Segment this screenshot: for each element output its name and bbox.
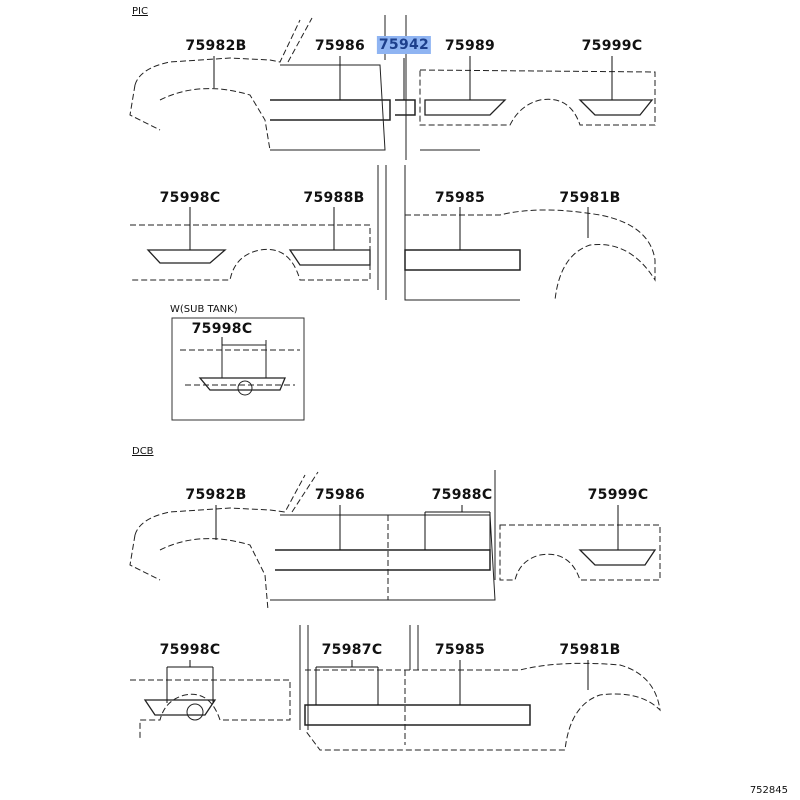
subtank-title: W(SUB TANK) bbox=[170, 304, 238, 315]
part-label-75986[interactable]: 75986 bbox=[314, 38, 366, 54]
part-label-75989[interactable]: 75989 bbox=[444, 38, 496, 54]
dcb-side-view-right bbox=[129, 470, 661, 611]
part-label-75982b[interactable]: 75982B bbox=[185, 38, 247, 54]
part-label-75999c[interactable]: 75999C bbox=[587, 487, 649, 503]
section-title-dcb: DCB bbox=[132, 446, 154, 457]
part-label-75982b[interactable]: 75982B bbox=[185, 487, 247, 503]
diagram-code: 752845 bbox=[749, 785, 788, 796]
part-label-subtank-75998c[interactable]: 75998C bbox=[191, 321, 253, 337]
part-label-75999c[interactable]: 75999C bbox=[581, 38, 643, 54]
part-label-75986[interactable]: 75986 bbox=[314, 487, 366, 503]
part-label-75981b[interactable]: 75981B bbox=[559, 642, 621, 658]
part-label-75988b[interactable]: 75988B bbox=[303, 190, 365, 206]
dcb-side-view-left bbox=[130, 625, 661, 751]
part-label-75998c[interactable]: 75998C bbox=[159, 190, 221, 206]
part-label-75988c[interactable]: 75988C bbox=[431, 487, 493, 503]
subtank-detail-box bbox=[171, 317, 305, 421]
subtank-detail bbox=[180, 340, 300, 396]
pic-side-view-left bbox=[130, 165, 656, 301]
part-label-75985[interactable]: 75985 bbox=[434, 190, 486, 206]
pic-side-view-right bbox=[129, 15, 656, 160]
section-title-pic: PIC bbox=[132, 6, 148, 17]
part-label-75985[interactable]: 75985 bbox=[434, 642, 486, 658]
part-label-75942-highlighted[interactable]: 75942 bbox=[376, 36, 432, 54]
part-label-75987c[interactable]: 75987C bbox=[321, 642, 383, 658]
part-label-75981b[interactable]: 75981B bbox=[559, 190, 621, 206]
leader-lines bbox=[166, 56, 619, 705]
part-label-75998c[interactable]: 75998C bbox=[159, 642, 221, 658]
